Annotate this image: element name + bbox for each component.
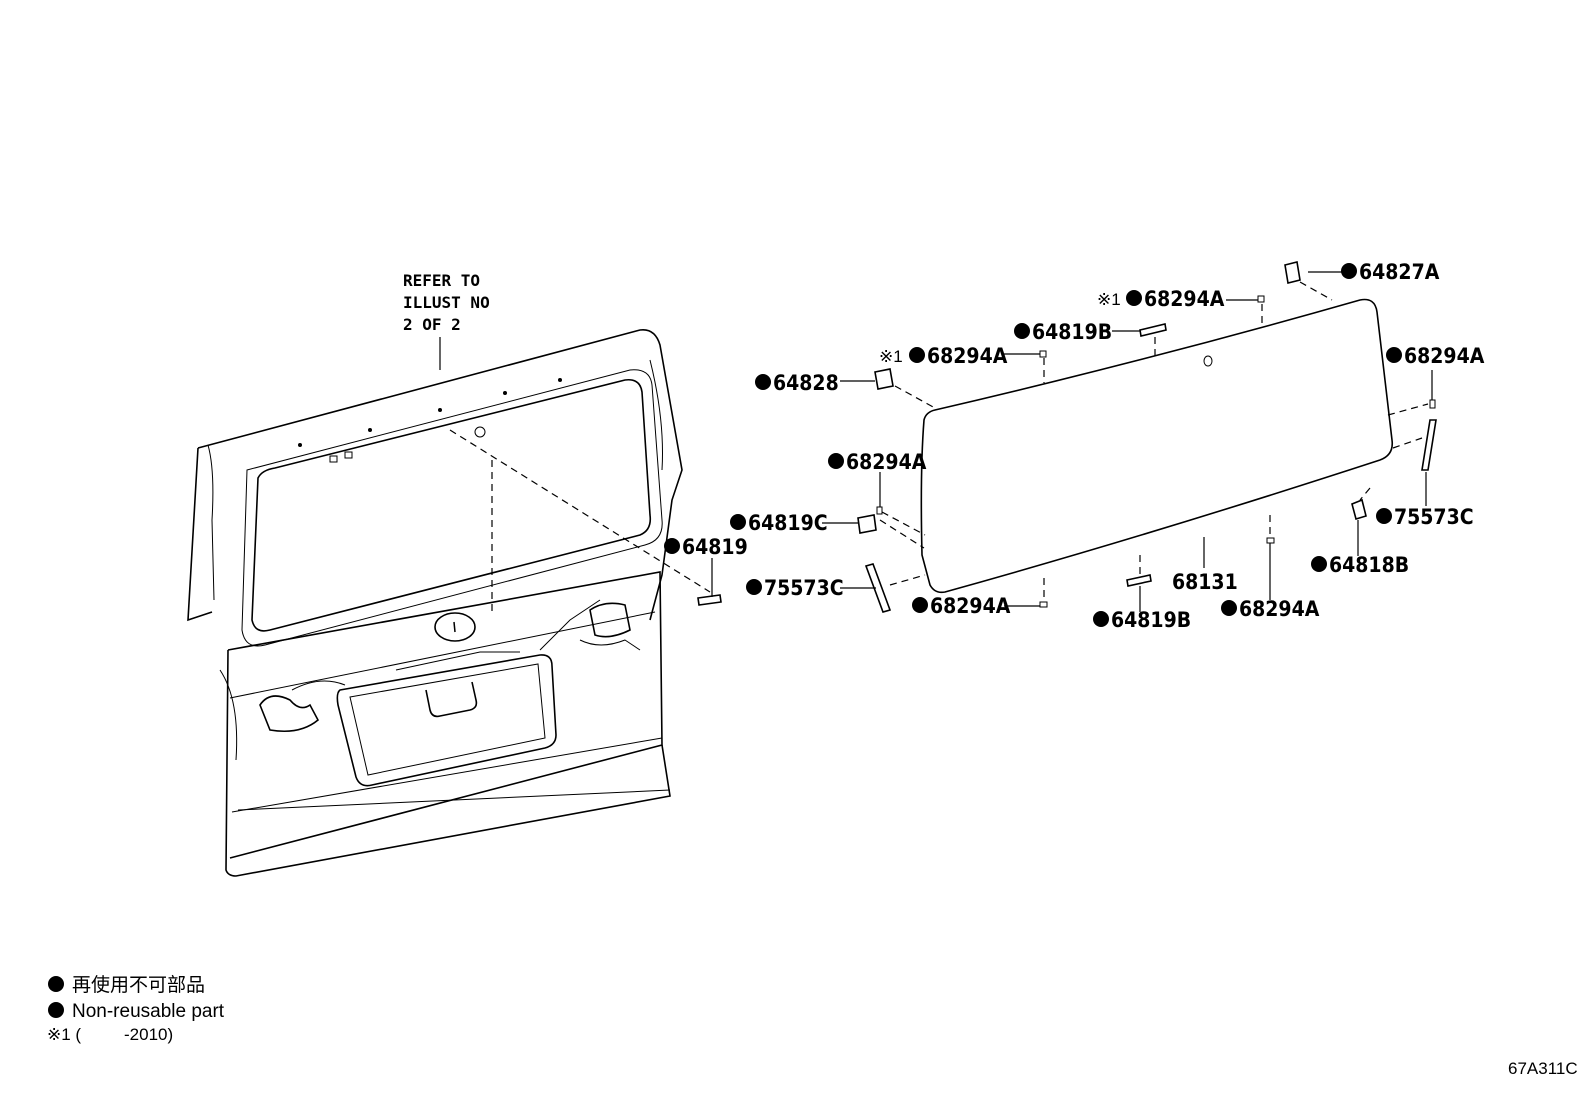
non-reusable-dot-icon	[1014, 323, 1030, 339]
note-mark-icon: ※1	[1097, 290, 1121, 309]
note-mark-icon: ※1	[879, 347, 903, 366]
non-reusable-dot-icon	[1311, 556, 1327, 572]
callout-68294A-bottom-left: 68294A	[930, 594, 1011, 618]
non-reusable-dot-icon	[909, 347, 925, 363]
callout-68294A-right: 68294A	[1404, 344, 1485, 368]
non-reusable-dot-icon	[1376, 508, 1392, 524]
callout-68131: 68131	[1172, 570, 1238, 594]
panel-fastener-holes	[298, 378, 562, 463]
non-reusable-dot-icon	[1126, 290, 1142, 306]
callout-64827A: 64827A	[1359, 260, 1440, 284]
refer-line-2: ILLUST NO	[403, 293, 490, 312]
legend-line-en: Non-reusable part	[72, 1001, 225, 1022]
callout-64819B-top: 64819B	[1032, 320, 1112, 344]
non-reusable-dot-icon	[828, 453, 844, 469]
legend-note-mark: ※1 (	[47, 1025, 81, 1044]
callout-64819C: 64819C	[748, 511, 828, 535]
refer-line-3: 2 OF 2	[403, 315, 461, 334]
legend-line-jp: 再使用不可部品	[72, 974, 205, 996]
legend-note-range: -2010)	[124, 1025, 173, 1044]
refer-note: REFER TO ILLUST NO 2 OF 2	[403, 271, 490, 334]
callout-68294A-top: 68294A	[1144, 287, 1225, 311]
callout-64828: 64828	[773, 371, 839, 395]
callout-68294A-left-mid: 68294A	[846, 450, 927, 474]
non-reusable-dot-icon	[1093, 611, 1109, 627]
illustration-code: 67A311C	[1508, 1059, 1578, 1078]
non-reusable-dot-icon	[48, 976, 64, 992]
non-reusable-dot-icon	[1386, 347, 1402, 363]
callout-64819: 64819	[682, 535, 748, 559]
non-reusable-dot-icon	[755, 374, 771, 390]
non-reusable-dot-icon	[912, 597, 928, 613]
non-reusable-dot-icon	[1341, 263, 1357, 279]
callout-64819B-bottom: 64819B	[1111, 608, 1191, 632]
non-reusable-dot-icon	[48, 1002, 64, 1018]
non-reusable-dot-icon	[730, 514, 746, 530]
callout-68294A-left-top: 68294A	[927, 344, 1008, 368]
callout-75573C-right: 75573C	[1394, 505, 1474, 529]
callout-68294A-bottom-right: 68294A	[1239, 597, 1320, 621]
leader-lines	[439, 271, 1433, 612]
refer-line-1: REFER TO	[403, 271, 480, 290]
legend: 再使用不可部品 Non-reusable part ※1 ( -2010)	[47, 974, 225, 1044]
callout-75573C-left: 75573C	[764, 576, 844, 600]
assembly-lines	[449, 281, 1429, 612]
non-reusable-dot-icon	[664, 538, 680, 554]
back-door-glass	[920, 298, 1394, 594]
non-reusable-dot-icon	[746, 579, 762, 595]
callouts: 64827A ※1 68294A 64819B ※1 68294A 64828 …	[664, 260, 1485, 632]
non-reusable-dot-icon	[1221, 600, 1237, 616]
back-door-panel	[187, 328, 683, 877]
callout-64818B: 64818B	[1329, 553, 1409, 577]
